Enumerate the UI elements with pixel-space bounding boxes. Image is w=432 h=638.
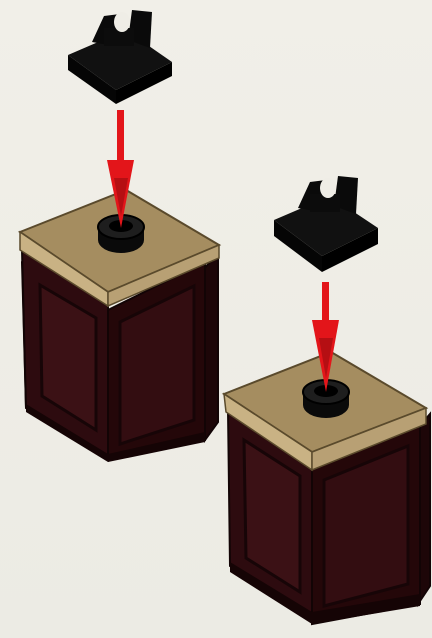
crate-icon (224, 352, 430, 624)
crate-left (20, 190, 219, 462)
crate-right (224, 352, 430, 624)
crate-icon (20, 190, 219, 462)
